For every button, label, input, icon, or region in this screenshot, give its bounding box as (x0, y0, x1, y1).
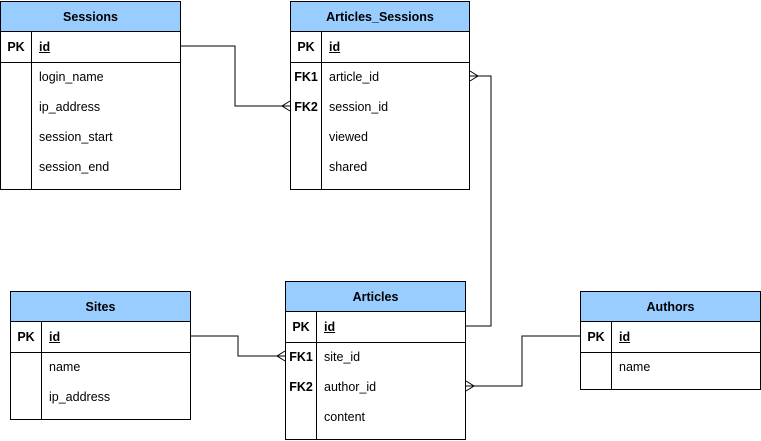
relationship-sessions-articles-sessions[interactable] (181, 45, 291, 112)
crows-foot-many-icon (276, 350, 286, 362)
key-column-divider (321, 32, 322, 189)
field-name: ip_address (49, 390, 111, 404)
field-row[interactable]: name (11, 352, 190, 382)
key-column-divider (316, 312, 317, 439)
entity-articles-sessions[interactable]: Articles_Sessions PK id FK1 article_id F… (290, 1, 470, 190)
relationship-authors-articles[interactable] (465, 335, 580, 392)
entity-articles[interactable]: Articles PK id FK1 site_id FK2 author_id… (285, 281, 466, 440)
pk-field-name: id (324, 320, 336, 334)
field-name: article_id (329, 70, 380, 84)
field-name: author_id (324, 380, 377, 394)
field-name: name (619, 360, 651, 374)
key-column-divider (41, 322, 42, 419)
field-row-session-id[interactable]: FK2 session_id (291, 92, 469, 122)
pk-field-name: id (49, 330, 61, 344)
field-name: shared (329, 160, 368, 174)
field-row[interactable]: content (286, 402, 465, 432)
pk-row[interactable]: PK id (286, 312, 465, 343)
pk-label: PK (7, 40, 25, 54)
fk-label: FK2 (294, 100, 318, 114)
crows-foot-many-icon (465, 380, 475, 392)
field-name: ip_address (39, 100, 101, 114)
pk-field-name: id (619, 330, 631, 344)
field-name: login_name (39, 70, 104, 84)
field-row-author-id[interactable]: FK2 author_id (286, 372, 465, 402)
key-column-divider (611, 322, 612, 389)
relationship-articles-articles-sessions[interactable] (466, 70, 492, 327)
pk-row[interactable]: PK id (581, 322, 760, 353)
field-name: name (49, 360, 81, 374)
field-name: session_start (39, 130, 113, 144)
pk-label: PK (297, 40, 315, 54)
entity-title: Sessions (1, 2, 180, 32)
fk-label: FK1 (294, 70, 318, 84)
field-row[interactable]: viewed (291, 122, 469, 152)
crows-foot-many-icon (281, 100, 291, 112)
entity-title: Authors (581, 292, 760, 322)
field-row-site-id[interactable]: FK1 site_id (286, 342, 465, 372)
entity-title: Sites (11, 292, 190, 322)
pk-field-name: id (329, 40, 341, 54)
field-row[interactable]: name (581, 352, 760, 382)
pk-field-name: id (39, 40, 51, 54)
field-row[interactable]: login_name (1, 62, 180, 92)
crows-foot-many-icon (469, 70, 479, 82)
field-row[interactable]: session_end (1, 152, 180, 182)
pk-label: PK (292, 320, 310, 334)
field-row[interactable]: session_start (1, 122, 180, 152)
relationship-sites-articles[interactable] (191, 335, 286, 362)
pk-label: PK (587, 330, 605, 344)
entity-title: Articles_Sessions (291, 2, 469, 32)
entity-sites[interactable]: Sites PK id name ip_address (10, 291, 191, 420)
field-name: content (324, 410, 366, 424)
field-row[interactable]: shared (291, 152, 469, 182)
field-name: session_id (329, 100, 389, 114)
entity-authors[interactable]: Authors PK id name (580, 291, 761, 390)
pk-label: PK (17, 330, 35, 344)
pk-row[interactable]: PK id (11, 322, 190, 353)
entity-title: Articles (286, 282, 465, 312)
fk-label: FK1 (289, 350, 313, 364)
pk-row[interactable]: PK id (291, 32, 469, 63)
field-name: session_end (39, 160, 110, 174)
fk-label: FK2 (289, 380, 313, 394)
field-name: site_id (324, 350, 361, 364)
field-row[interactable]: ip_address (1, 92, 180, 122)
field-row-article-id[interactable]: FK1 article_id (291, 62, 469, 92)
field-name: viewed (329, 130, 368, 144)
key-column-divider (31, 32, 32, 189)
field-row[interactable]: ip_address (11, 382, 190, 412)
pk-row[interactable]: PK id (1, 32, 180, 63)
entity-sessions[interactable]: Sessions PK id login_name ip_address ses… (0, 1, 181, 190)
